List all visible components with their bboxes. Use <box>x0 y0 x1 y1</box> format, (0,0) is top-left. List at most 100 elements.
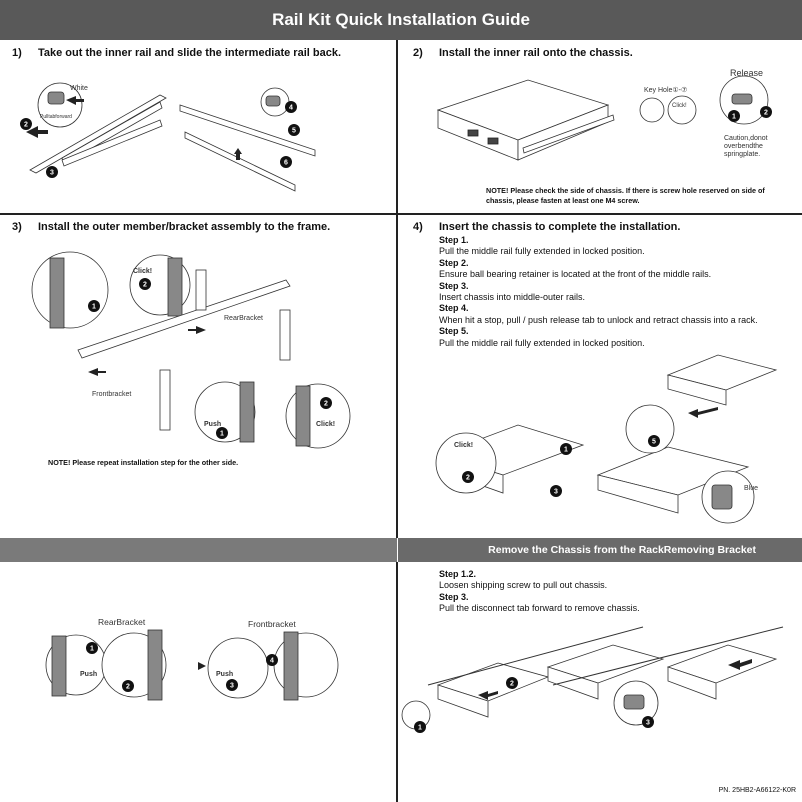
section-3-illustration: Click! RearBracket Frontbracket Push Cli… <box>31 251 351 449</box>
rear-bracket-label: RearBracket <box>98 617 146 627</box>
drive-bay <box>467 129 479 137</box>
badge-text: 1 <box>418 725 422 732</box>
section-number: 4) <box>413 221 423 233</box>
step-badge-3 <box>642 716 654 728</box>
section-band-left <box>0 538 397 562</box>
step-text: Loosen shipping screw to pull out chassi… <box>439 580 608 591</box>
step-label: Step 1.2. <box>439 569 477 579</box>
drive-bay <box>487 137 499 145</box>
badge-text: 1 <box>220 431 224 438</box>
step-badge-2 <box>20 118 32 130</box>
pull-label: Pulltabforward <box>40 114 72 120</box>
click-label: Click! <box>454 442 473 449</box>
click-label-2: Click! <box>316 421 335 428</box>
front-post <box>159 369 171 431</box>
outer-rail-assembly <box>77 279 291 359</box>
pull-arrow-2 <box>728 659 752 670</box>
right-arrow <box>188 326 206 334</box>
section-title: Take out the inner rail and slide the in… <box>38 47 341 59</box>
step-text: Insert chassis into middle-outer rails. <box>439 292 586 303</box>
badge-text: 3 <box>230 683 234 690</box>
section-title: Install the inner rail onto the chassis. <box>439 47 633 59</box>
step-badge-1 <box>86 642 98 654</box>
detached-rail <box>61 119 163 167</box>
front-bracket-label: Frontbracket <box>92 391 131 398</box>
step-label: Step 5. <box>439 326 469 337</box>
push-label: Push <box>80 671 97 678</box>
step-badge-4 <box>266 654 278 666</box>
section-3-heading: 3) Install the outer member/bracket asse… <box>12 221 330 233</box>
rack-post <box>167 257 183 317</box>
step-badge-2 <box>760 106 772 118</box>
chassis-front <box>667 666 717 700</box>
left-arrow <box>88 368 106 376</box>
note-line: NOTE! Please check the side of chassis. … <box>486 186 765 195</box>
section-2-heading: 2) Install the inner rail onto the chass… <box>413 47 633 59</box>
badge-text: 4 <box>270 658 274 665</box>
keyhole-label: Key Hole①-⑦ <box>644 86 687 94</box>
rear-post <box>195 269 207 311</box>
front-detail-magnifier <box>31 251 109 329</box>
left-arrow <box>26 126 48 138</box>
step-badge-1 <box>414 721 426 733</box>
caution-line: overbendthe <box>724 143 763 150</box>
blue-tab <box>711 484 733 510</box>
badge-text: 2 <box>324 401 328 408</box>
pull-arrow <box>478 691 498 700</box>
front-magnifier <box>207 637 269 699</box>
step-label: Step 3. <box>439 591 469 602</box>
badge-text: 1 <box>92 304 96 311</box>
section-band-remove: Remove the Chassis from the RackRemoving… <box>398 538 802 562</box>
rack-post <box>239 381 255 443</box>
step-badge-2 <box>320 397 332 409</box>
rack-post <box>295 385 311 447</box>
section-1-illustration: White Pulltabforward 2 3 4 5 6 <box>20 82 316 192</box>
section-4-steps: Step 1. Pull the middle rail fully exten… <box>439 235 758 349</box>
step-badge-1 <box>560 443 572 455</box>
inner-rail <box>29 94 167 174</box>
step-badge-3 <box>550 485 562 497</box>
part-number: PN. 25HB2-A66122-K0R <box>718 787 796 794</box>
detail-magnifier <box>625 404 675 454</box>
divider-vertical-top <box>396 40 398 538</box>
badge-text: 2 <box>466 475 470 482</box>
step-badge-2 <box>122 680 134 692</box>
step-text: Ensure ball bearing retainer is located … <box>439 269 712 280</box>
rear-post-2 <box>279 309 291 361</box>
divider-horizontal <box>0 213 802 215</box>
badge-text: 1 <box>732 114 736 121</box>
step-badge-4 <box>285 101 297 113</box>
remove-title: Remove the Chassis from the RackRemoving… <box>488 544 756 556</box>
remove-chassis-illustration: 1 2 3 <box>401 626 784 733</box>
pull-arrow <box>66 96 84 105</box>
badge-text: 1 <box>90 646 94 653</box>
step-badge-2 <box>506 677 518 689</box>
inner-rail-mounted <box>522 114 615 154</box>
remove-bracket-illustration: RearBracket Frontbracket Push Push 1 2 3… <box>45 617 339 701</box>
step-badge-2 <box>462 471 474 483</box>
rear-bracket-label: RearBracket <box>224 315 263 322</box>
outer-rail-lower <box>184 131 296 192</box>
badge-text: 1 <box>564 447 568 454</box>
badge-text: 2 <box>143 282 147 289</box>
release-label: Release <box>730 68 763 78</box>
page-title: Rail Kit Quick Installation Guide <box>0 0 802 40</box>
section-2-note: NOTE! Please check the side of chassis. … <box>486 186 765 206</box>
rail-line <box>427 626 644 686</box>
click-label: Click! <box>672 103 687 109</box>
step-label: Step 1. <box>439 235 469 245</box>
push-label: Push <box>204 421 221 428</box>
step-label: Step 3. <box>439 280 469 291</box>
step-text: Pull the disconnect tab forward to remov… <box>439 603 640 614</box>
click-magnifier <box>667 95 697 125</box>
step-badge-2 <box>139 278 151 290</box>
badge-text: 2 <box>764 110 768 117</box>
section-number: 3) <box>12 221 22 233</box>
blue-label: Blue <box>744 485 758 492</box>
front-bracket-label: Frontbracket <box>248 619 296 629</box>
push-label-2: Push <box>216 671 233 678</box>
outer-rail-upper <box>179 104 316 157</box>
step-badge-3 <box>46 166 58 178</box>
note-line: chassis, please fasten at least one M4 s… <box>486 196 640 205</box>
section-1-heading: 1) Take out the inner rail and slide the… <box>12 47 341 59</box>
